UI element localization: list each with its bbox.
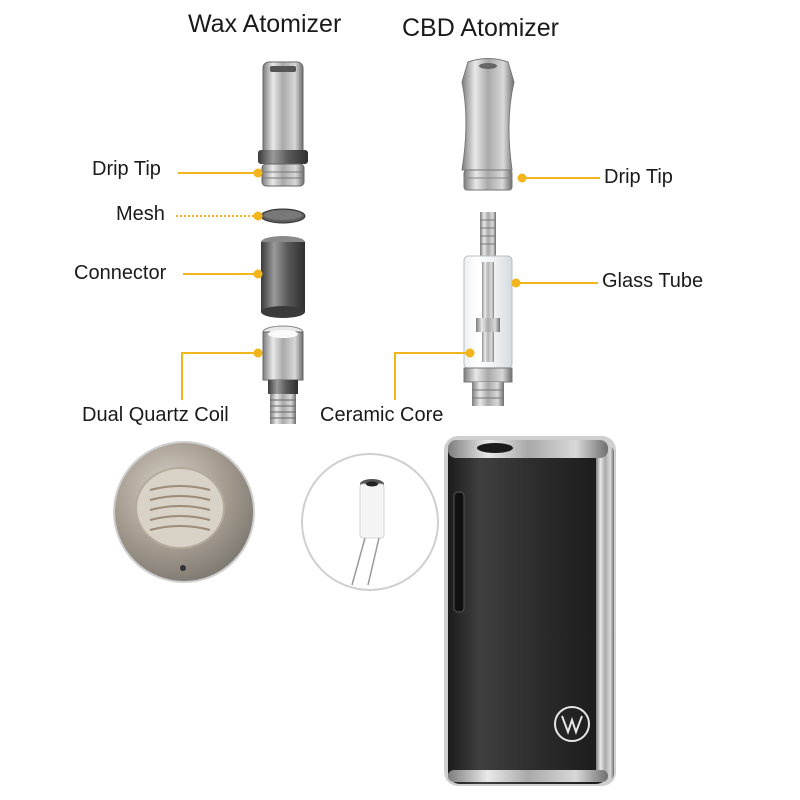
brand-logo-icon bbox=[554, 706, 590, 742]
label-ceramic-core: Ceramic Core bbox=[320, 404, 444, 426]
label-mesh: Mesh bbox=[116, 203, 165, 225]
label-glass-tube: Glass Tube bbox=[602, 270, 704, 292]
leader-lines bbox=[176, 172, 600, 400]
label-connector: Connector bbox=[74, 262, 167, 284]
connector-cylinder bbox=[261, 236, 305, 318]
quartz-coil bbox=[262, 325, 304, 424]
cbd-cartridge bbox=[463, 212, 513, 406]
label-dual-quartz-coil: Dual Quartz Coil bbox=[82, 404, 229, 426]
box-battery bbox=[444, 436, 616, 786]
ceramic-core-zoom-view bbox=[301, 453, 439, 591]
label-wax-drip-tip: Drip Tip bbox=[92, 158, 161, 180]
leader-ceramic-core bbox=[394, 352, 470, 400]
leader-coil bbox=[181, 352, 258, 400]
coil-zoom-view bbox=[113, 441, 255, 583]
mesh-disc bbox=[260, 208, 306, 224]
label-cbd-drip-tip: Drip Tip bbox=[604, 166, 673, 188]
cbd-atomizer-title: CBD Atomizer bbox=[402, 14, 559, 42]
wax-atomizer-title: Wax Atomizer bbox=[188, 10, 342, 38]
cbd-drip-tip bbox=[461, 58, 515, 191]
leader-dots bbox=[253, 168, 527, 358]
wax-drip-tip bbox=[258, 61, 308, 187]
